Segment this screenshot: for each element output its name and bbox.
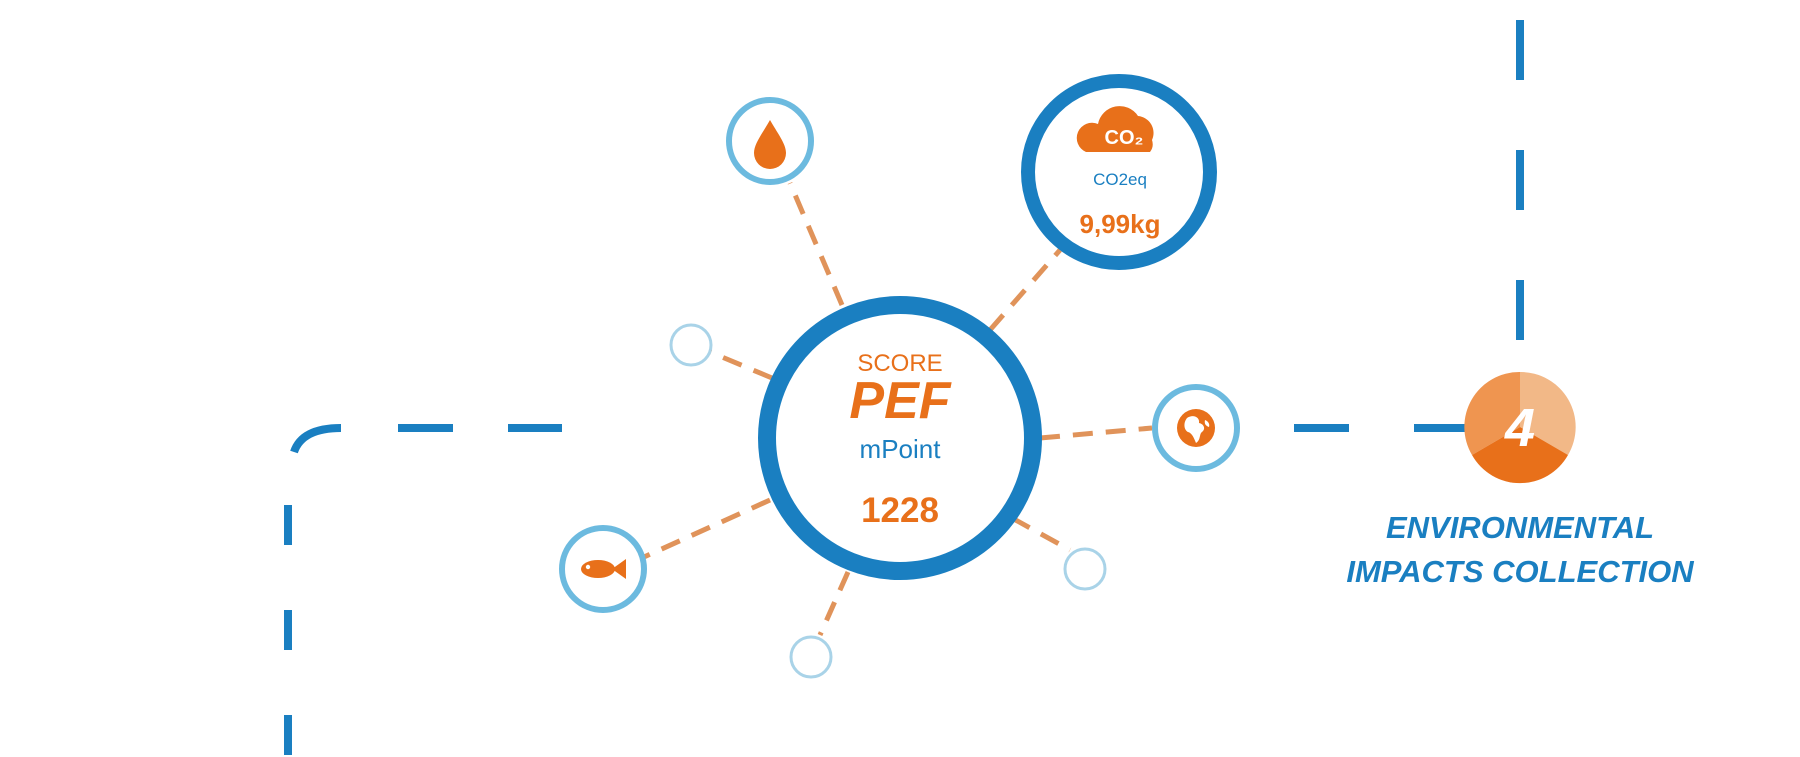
score-value: 1228 [861, 491, 939, 530]
empty-nodes [669, 323, 1107, 679]
connectors [642, 182, 1153, 637]
step-badge: 4 [1464, 371, 1576, 484]
step-caption-line2: IMPACTS COLLECTION [1346, 554, 1694, 589]
connector-fish [642, 497, 772, 560]
connector-small-bottom-right [1010, 515, 1072, 553]
connector-co2 [988, 248, 1062, 332]
co2-node: CO₂ CO2eq 9,99kg [1021, 74, 1217, 270]
co2-label: CO2eq [1093, 170, 1147, 189]
left-corner-flow-line [290, 424, 342, 454]
score-label: SCORE [857, 350, 942, 377]
pef-score-node: SCORE PEF mPoint 1228 [758, 296, 1042, 580]
connector-small-bottom [817, 570, 851, 637]
step-badge-segment-medium [1464, 371, 1520, 455]
unit-label: mPoint [860, 434, 942, 464]
step-badge-segment-light [1520, 371, 1576, 455]
impact-node-fish [559, 525, 647, 613]
pef-label: PEF [849, 372, 951, 430]
step-caption-line1: ENVIRONMENTAL [1386, 510, 1654, 545]
empty-node-bottom-right [1063, 547, 1107, 591]
water-drop-icon [754, 120, 786, 169]
co2-cloud-icon: CO₂ [1076, 106, 1154, 152]
globe-icon [1177, 409, 1215, 447]
connector-small-left [709, 349, 773, 381]
co2-value: 9,99kg [1080, 209, 1161, 239]
impact-node-water [726, 97, 814, 185]
fish-icon [581, 559, 626, 579]
co2-icon-text: CO₂ [1105, 127, 1144, 149]
empty-node-bottom [789, 635, 833, 679]
empty-node-left [669, 323, 713, 367]
step-number: 4 [1504, 398, 1535, 458]
flow-lines [284, 20, 1524, 757]
connector-water [787, 182, 845, 306]
connector-globe [1039, 425, 1153, 441]
step-badge-segment-dark [1472, 427, 1568, 484]
impact-node-globe [1152, 384, 1240, 472]
